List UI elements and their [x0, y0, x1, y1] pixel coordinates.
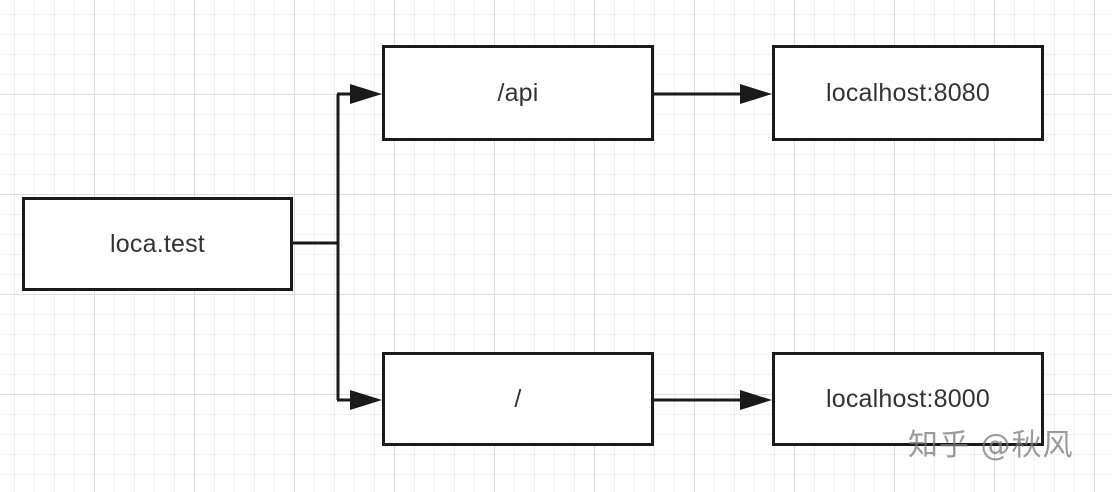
- node-localhost-8000[interactable]: localhost:8000: [772, 352, 1044, 446]
- node-label: localhost:8000: [825, 384, 991, 413]
- node-root-route[interactable]: /: [382, 352, 654, 446]
- node-label: localhost:8080: [825, 78, 991, 107]
- node-label: /api: [497, 78, 539, 107]
- arrowhead-to-8080: [740, 84, 772, 104]
- arrowhead-to-slash: [350, 390, 382, 410]
- arrowhead-to-api: [350, 84, 382, 104]
- node-localhost-8080[interactable]: localhost:8080: [772, 45, 1044, 141]
- node-loca-test[interactable]: loca.test: [22, 197, 293, 291]
- edge-root-trunk: [293, 94, 340, 400]
- arrowhead-to-8000: [740, 390, 772, 410]
- node-label: loca.test: [110, 229, 205, 258]
- watermark-text: 知乎 @秋风: [908, 428, 1074, 463]
- node-api-route[interactable]: /api: [382, 45, 654, 141]
- node-label: /: [514, 384, 522, 413]
